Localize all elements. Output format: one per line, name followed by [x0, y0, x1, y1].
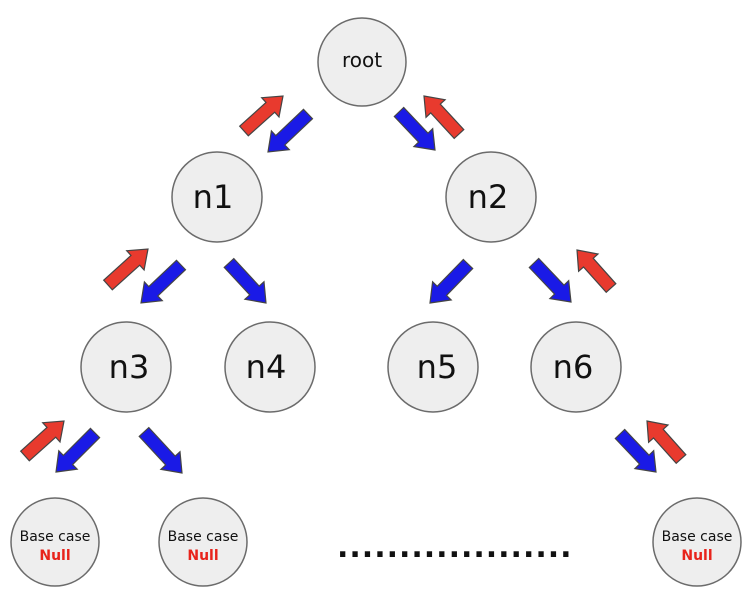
down-arrow-n6-to-leaf3	[614, 428, 657, 473]
leaf-base-case-2: Base case Null	[158, 497, 248, 587]
node-n3: n3	[80, 321, 172, 413]
traversal-arrows	[19, 95, 687, 474]
down-arrow-n3-to-leaf2	[138, 426, 183, 474]
node-n4: n4	[224, 321, 316, 413]
node-root-label: root	[342, 48, 382, 72]
node-n5-label: n5	[417, 348, 458, 386]
node-root: root	[317, 17, 407, 107]
node-n2: n2	[445, 151, 537, 243]
up-arrow-n2-to-root	[423, 95, 465, 140]
down-arrow-n2-to-n6	[528, 257, 572, 303]
leaf-title: Base case	[168, 529, 239, 545]
ellipsis-more-nodes: ...................	[337, 530, 573, 565]
leaf-base-case-3: Base case Null	[652, 497, 742, 587]
leaf-title: Base case	[662, 529, 733, 545]
node-n5: n5	[387, 321, 479, 413]
up-arrow-leaf1-to-n3	[19, 420, 65, 462]
leaf-null-value: Null	[187, 548, 218, 564]
node-n6-label: n6	[553, 348, 594, 386]
node-n1-label: n1	[193, 178, 234, 216]
down-arrow-root-to-n2	[393, 106, 436, 151]
up-arrow-n1-to-root	[238, 95, 284, 137]
leaf-base-case-1: Base case Null	[10, 497, 100, 587]
down-arrow-n2-to-n5	[429, 258, 474, 304]
up-arrow-n3-to-n1	[102, 248, 149, 291]
node-n3-label: n3	[109, 348, 150, 386]
node-n6: n6	[530, 321, 622, 413]
up-arrow-n6-to-n2	[576, 249, 617, 294]
node-n2-label: n2	[468, 178, 509, 216]
leaf-null-value: Null	[681, 548, 712, 564]
down-arrow-n3-to-leaf1	[55, 427, 101, 473]
down-arrow-n1-to-n4	[223, 257, 267, 304]
down-arrow-n1-to-n3	[140, 259, 187, 304]
node-n4-label: n4	[246, 348, 287, 386]
down-arrow-root-to-n1	[267, 108, 314, 153]
up-arrow-leaf3-to-n6	[646, 420, 687, 465]
leaf-title: Base case	[20, 529, 91, 545]
node-n1: n1	[171, 151, 263, 243]
leaf-null-value: Null	[39, 548, 70, 564]
